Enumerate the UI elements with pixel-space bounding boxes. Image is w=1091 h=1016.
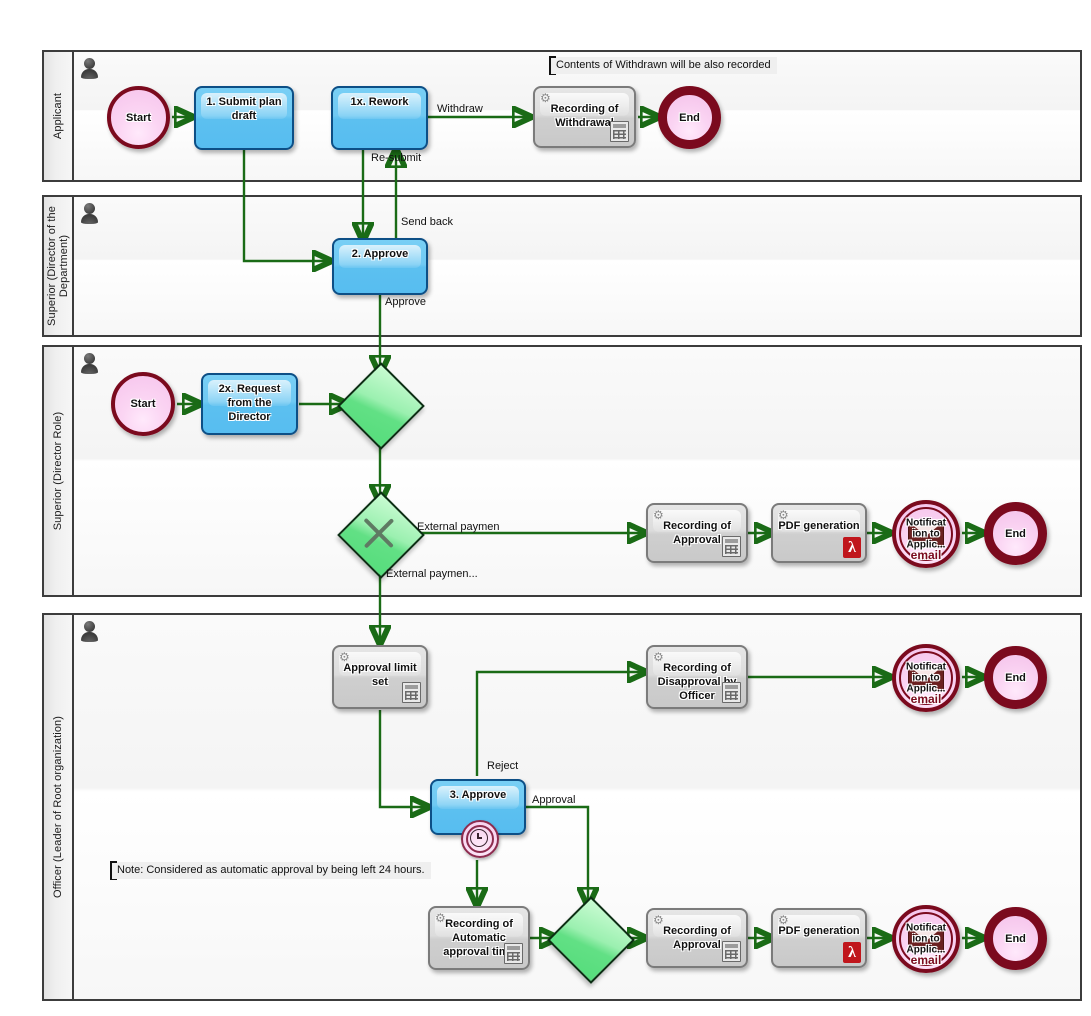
- task-label: 1. Submit plan draft: [206, 96, 282, 122]
- task-label: 2x. Request from the Director: [218, 383, 281, 423]
- end-event-label: End: [1005, 932, 1026, 945]
- end-event-disapproval[interactable]: End: [984, 646, 1047, 709]
- envelope-icon: [908, 926, 944, 952]
- task-rework[interactable]: 1x. Rework: [331, 86, 428, 150]
- end-event-approval-1[interactable]: End: [984, 502, 1047, 565]
- lane-label-applicant: Applicant: [52, 92, 64, 140]
- event-sublabel: email: [910, 953, 942, 967]
- event-ring: [899, 912, 953, 966]
- task-label: 2. Approve: [351, 248, 409, 260]
- message-end-event-notification-3[interactable]: Notificat ion to Applic... email: [892, 905, 960, 973]
- lane-label-superior-role: Superior (Director Role): [52, 411, 64, 531]
- task-label: 1x. Rework: [350, 96, 409, 108]
- gear-icon: ⚙: [653, 508, 664, 522]
- lane-header-officer: Officer (Leader of Root organization): [44, 615, 74, 999]
- task-label: Approval limit set: [343, 662, 417, 688]
- gear-icon: ⚙: [653, 650, 664, 664]
- flow-label-withdraw: Withdraw: [437, 103, 483, 115]
- flow-label-external-payment-down: External paymen...: [386, 568, 478, 580]
- start-event-label: Start: [130, 398, 156, 410]
- task-pdf-generation-1[interactable]: ⚙ PDF generation λ: [771, 503, 867, 563]
- end-event-approval-2[interactable]: End: [984, 907, 1047, 970]
- flow-label-resubmit: Re-submit: [371, 152, 422, 164]
- event-ring: [466, 825, 494, 853]
- envelope-icon: [908, 521, 944, 547]
- task-pdf-generation-2[interactable]: ⚙ PDF generation λ: [771, 908, 867, 968]
- end-event-label: End: [1005, 527, 1026, 540]
- pdf-icon: λ: [843, 537, 861, 558]
- gear-icon: ⚙: [653, 913, 664, 927]
- flow-label-reject: Reject: [487, 760, 519, 772]
- calculator-icon: [722, 536, 741, 557]
- calculator-icon: [722, 682, 741, 703]
- event-label: Notificat ion to Applic...: [906, 922, 946, 956]
- task-recording-of-disapproval[interactable]: ⚙ Recording of Disapproval by Officer: [646, 645, 748, 709]
- lane-header-superior-dept: Superior (Director of the Department): [44, 197, 74, 335]
- event-label: Notificat ion to Applic...: [906, 517, 946, 551]
- gear-icon: ⚙: [339, 650, 350, 664]
- calculator-icon: [504, 943, 523, 964]
- task-recording-of-approval-1[interactable]: ⚙ Recording of Approval: [646, 503, 748, 563]
- envelope-icon: [908, 665, 944, 691]
- task-label: Recording of Disapproval by Officer: [657, 662, 737, 702]
- task-recording-automatic-approval-time[interactable]: ⚙ Recording of Automatic approval time: [428, 906, 530, 970]
- task-2-approve[interactable]: 2. Approve: [332, 238, 428, 295]
- event-label: Notificat ion to Applic...: [906, 661, 946, 695]
- gear-icon: ⚙: [540, 91, 551, 105]
- message-end-event-notification-2[interactable]: Notificat ion to Applic... email: [892, 644, 960, 712]
- note-withdrawn: Contents of Withdrawn will be also recor…: [549, 56, 777, 75]
- timer-boundary-event[interactable]: [461, 820, 499, 858]
- note-auto-approval: Note: Considered as automatic approval b…: [110, 861, 431, 880]
- person-icon: [80, 203, 98, 224]
- task-recording-of-approval-2[interactable]: ⚙ Recording of Approval: [646, 908, 748, 968]
- calculator-icon: [402, 682, 421, 703]
- end-event-label: End: [679, 111, 700, 124]
- event-sublabel: email: [910, 692, 942, 706]
- message-end-event-notification-1[interactable]: Notificat ion to Applic... email: [892, 500, 960, 568]
- lane-label-superior-dept: Superior (Director of the Department): [46, 206, 70, 326]
- event-ring: [899, 507, 953, 561]
- end-event-label: End: [1005, 671, 1026, 684]
- note-text: Note: Considered as automatic approval b…: [117, 864, 425, 876]
- pdf-icon: λ: [843, 942, 861, 963]
- gear-icon: ⚙: [778, 508, 789, 522]
- task-approval-limit-set[interactable]: ⚙ Approval limit set: [332, 645, 428, 709]
- lane-header-applicant: Applicant: [44, 52, 74, 180]
- flow-label-approval: Approval: [532, 794, 576, 806]
- start-event-applicant[interactable]: Start: [107, 86, 170, 149]
- calculator-icon: [610, 121, 629, 142]
- task-label: 3. Approve: [449, 789, 507, 801]
- event-sublabel: email: [910, 548, 942, 562]
- task-request-from-director[interactable]: 2x. Request from the Director: [201, 373, 298, 435]
- task-label: Recording of Approval: [663, 520, 731, 546]
- task-label: Recording of Automatic approval time: [443, 918, 515, 958]
- gateway-exclusive-external-payment[interactable]: [337, 491, 425, 579]
- person-icon: [80, 353, 98, 374]
- task-submit-plan-draft[interactable]: 1. Submit plan draft: [194, 86, 294, 150]
- task-recording-of-withdrawal[interactable]: ⚙ Recording of Withdrawal: [533, 86, 636, 148]
- flow-label-approve: Approve: [385, 296, 426, 308]
- end-event-withdrawal[interactable]: End: [658, 86, 721, 149]
- person-icon: [80, 58, 98, 79]
- lane-header-superior-role: Superior (Director Role): [44, 347, 74, 595]
- event-ring: [899, 651, 953, 705]
- clock-icon: [470, 829, 488, 847]
- task-label: PDF generation: [778, 520, 860, 532]
- note-text: Contents of Withdrawn will be also recor…: [556, 59, 771, 71]
- gateway-parallel-merge-1[interactable]: [337, 362, 425, 450]
- lane-label-officer: Officer (Leader of Root organization): [52, 715, 64, 899]
- task-label: PDF generation: [778, 925, 860, 937]
- lane-superior-dept[interactable]: Superior (Director of the Department): [42, 195, 1082, 337]
- gateway-parallel-merge-2[interactable]: [547, 896, 635, 984]
- flow-label-external-payment-right: External paymen: [417, 521, 500, 533]
- person-icon: [80, 621, 98, 642]
- gear-icon: ⚙: [778, 913, 789, 927]
- start-event-director[interactable]: Start: [111, 372, 175, 436]
- gear-icon: ⚙: [435, 911, 446, 925]
- task-label: Recording of Approval: [663, 925, 731, 951]
- task-label: Recording of Withdrawal: [550, 103, 619, 129]
- calculator-icon: [722, 941, 741, 962]
- flow-label-send-back: Send back: [401, 216, 453, 228]
- start-event-label: Start: [125, 111, 152, 124]
